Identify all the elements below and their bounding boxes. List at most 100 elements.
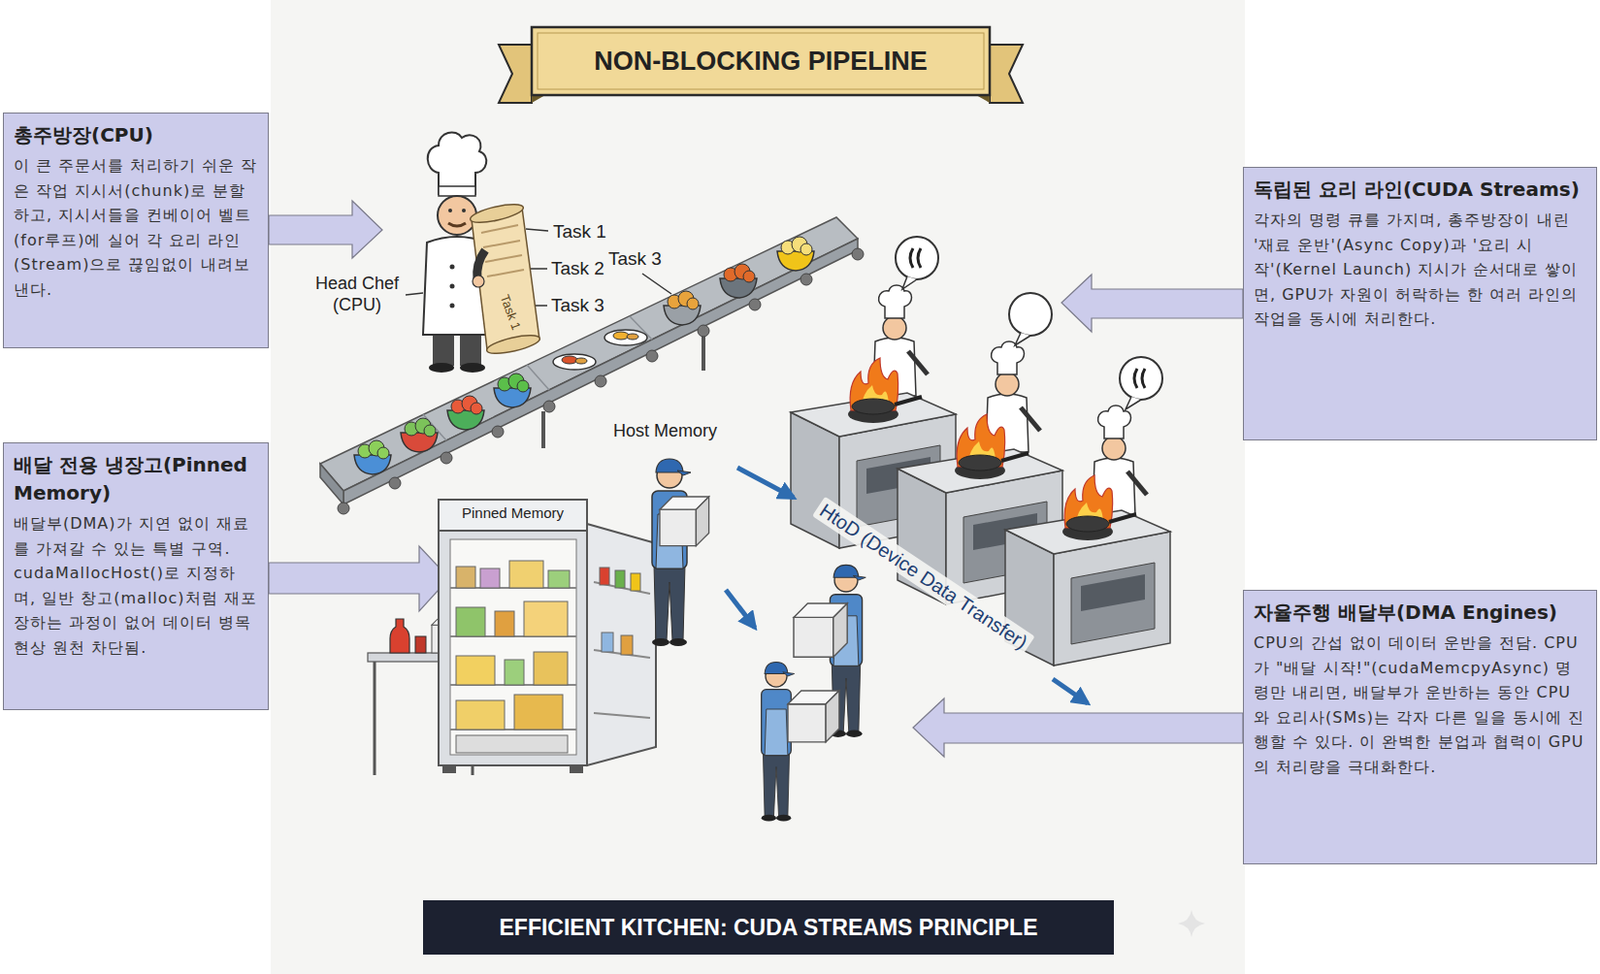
leader-line [405,228,672,306]
pinned-memory-fridge [587,523,656,766]
conveyor-belt [337,502,350,515]
box-heading: 총주방장(CPU) [13,121,259,150]
caption-bar [423,900,1114,955]
delivery-worker [652,458,691,647]
box-body: 배달부(DMA)가 지연 없이 재료를 가져갈 수 있는 특별 구역. cuda… [13,511,259,661]
annotation-box: 독립된 요리 라인(CUDA Streams) 각자의 명령 큐를 가지며, 총주… [1242,166,1598,441]
leader-line [525,228,549,306]
pinned-memory-fridge [442,765,457,774]
pinned-memory-fridge [456,566,476,588]
speech-bubble [895,236,1163,410]
conveyor-belt [800,273,813,286]
pinned-memory-fridge [450,539,577,755]
pinned-memory-fridge [630,573,641,591]
ingredient-bowls [493,373,531,408]
box-body: 이 큰 주문서를 처리하기 쉬운 작은 작업 지시서(chunk)로 분할하고,… [13,153,259,303]
annotation-box: 총주방장(CPU) 이 큰 주문서를 처리하기 쉬운 작은 작업 지시서(chun… [2,112,269,349]
box-body: 각자의 명령 큐를 가지며, 총주방장이 내린 '재료 운반'(Async Co… [1253,207,1587,332]
pinned-memory-fridge [456,700,505,730]
order-scroll [468,200,542,358]
pinned-memory-fridge [438,499,588,766]
annotation-box: 자율주행 배달부(DMA Engines) CPU의 간섭 없이 데이터 운반을 … [1242,589,1598,865]
diagram-title: NON-BLOCKING PIPELINE [531,27,990,96]
figure-label: Task 3 [551,294,605,318]
pinned-memory-fridge [599,567,610,586]
head-chef-figure [428,362,455,373]
pinned-memory-fridge [601,632,614,653]
box-heading: 자율주행 배달부(DMA Engines) [1253,598,1587,627]
diagram-caption: EFFICIENT KITCHEN: CUDA STREAMS PRINCIPL… [423,900,1114,955]
head-chef-figure [423,236,491,335]
figure-label: Pinned Memory [438,504,588,523]
title-ribbon [989,44,1023,103]
ingredient-bowls [400,418,438,453]
speech-bubble [895,236,939,280]
ingredient-bowls [604,329,648,346]
callout-arrow [268,200,383,259]
pinned-memory-fridge [620,635,633,655]
ingredient-bowls [777,236,815,271]
delivery-worker [659,496,710,547]
title-ribbon [498,44,532,103]
stream-stove [790,358,1171,666]
speech-bubble [910,248,921,268]
ingredient-bowls [663,291,701,326]
pinned-memory-fridge [438,499,588,531]
order-scroll [481,225,524,277]
sparkle-mark [1177,910,1206,938]
head-chef-figure [459,362,486,373]
head-chef-figure [448,208,453,213]
conveyor-belt [851,248,864,261]
leader-line [642,273,672,294]
conveyor-belt [389,477,401,490]
head-chef-figure [437,195,477,235]
conveyor-belt [320,217,864,515]
ingredient-bowls [354,236,815,475]
pinned-memory-fridge [533,652,568,686]
box-body: CPU의 간섭 없이 데이터 운반을 전담. CPU가 "배달 시작!"(cud… [1253,630,1587,781]
order-scroll [472,275,485,288]
figure-label: Task 3 [608,248,662,271]
conveyor-belt [491,425,504,438]
figure-label: Head Chef (CPU) [312,273,402,316]
head-chef-figure [450,303,456,309]
conveyor-belt [543,400,556,413]
illustration-ground [270,0,1245,974]
annotation-box: 배달 전용 냉장고(Pinned Memory)배달부(DMA)가 지연 없이 … [2,442,269,711]
order-scroll [468,200,525,227]
conveyor-belt [594,375,607,388]
conveyor-belt [646,350,658,362]
side-table [390,619,410,654]
speech-bubble [1119,357,1163,400]
pinned-memory-fridge [456,655,495,686]
conveyor-belt [320,463,344,505]
callout-arrow [913,698,1243,757]
head-chef-figure [450,284,456,290]
speech-bubble [1134,368,1145,389]
conveyor-belt [697,325,710,337]
pinned-memory-fridge [569,765,584,774]
pinned-memory-fridge [438,499,656,774]
speech-bubble [1009,293,1052,336]
head-chef-figure [461,208,466,213]
conveyor-belt [320,217,858,491]
ingredient-bowls [354,440,392,475]
pinned-memory-fridge [494,611,515,637]
head-chef-figure [448,223,466,227]
pinned-memory-fridge [523,601,568,637]
head-chef-figure [423,131,491,373]
box-heading: 독립된 요리 라인(CUDA Streams) [1253,175,1587,204]
conveyor-belt [343,238,858,505]
title-ribbon [531,27,990,96]
callout-arrow [268,546,450,612]
transfer-arrow [725,467,1088,704]
delivery-worker [787,690,840,743]
side-table [415,636,426,654]
conveyor-belt [749,298,761,311]
figure-label: Host Memory [613,421,718,443]
pinned-memory-fridge [456,607,486,637]
head-chef-figure [459,334,482,366]
speech-bubble [1125,396,1142,410]
head-chef-figure [438,186,476,196]
